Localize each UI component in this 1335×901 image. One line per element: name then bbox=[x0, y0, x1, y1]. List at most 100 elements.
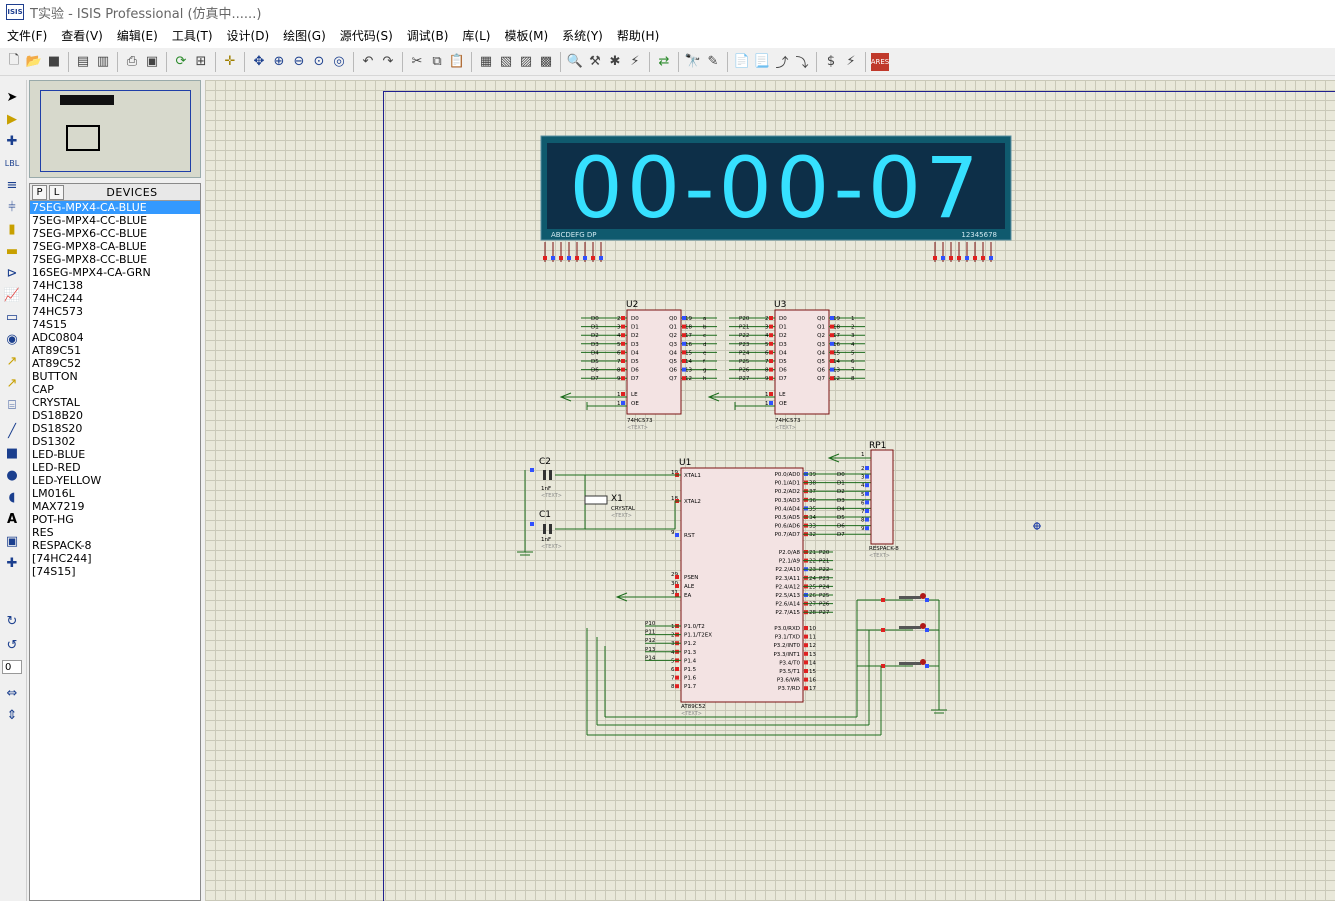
current-probe-icon[interactable]: ↗ bbox=[6, 375, 18, 391]
menu-item-9[interactable]: 模板(M) bbox=[504, 29, 549, 43]
text-draw-icon[interactable]: A bbox=[6, 511, 18, 527]
device-list-item[interactable]: [74S15] bbox=[32, 565, 76, 578]
zoom-in-icon[interactable]: ⊕ bbox=[273, 54, 285, 69]
device-list-item[interactable]: RES bbox=[32, 526, 54, 539]
wire-label-icon[interactable]: LBL bbox=[4, 158, 20, 168]
line-draw-icon[interactable]: ╱ bbox=[8, 423, 16, 439]
symbol-draw-icon[interactable]: ▣ bbox=[5, 533, 19, 549]
device-list-item[interactable]: LED-YELLOW bbox=[32, 474, 102, 487]
device-list-item[interactable]: 74HC138 bbox=[32, 279, 83, 292]
menu-item-3[interactable]: 工具(T) bbox=[171, 29, 213, 43]
rotate-anticlockwise-icon[interactable]: ↺ bbox=[6, 637, 18, 653]
device-list-item[interactable]: LED-BLUE bbox=[32, 448, 86, 461]
voltage-probe-icon[interactable]: ↗ bbox=[6, 353, 18, 369]
menu-item-7[interactable]: 调试(B) bbox=[406, 29, 449, 43]
device-list-item[interactable]: CAP bbox=[32, 383, 54, 396]
mirror-horizontal-icon[interactable]: ⇔ bbox=[6, 685, 18, 701]
wire-autorouter-icon[interactable]: ⇄ bbox=[658, 54, 670, 69]
print-area-icon[interactable]: ▣ bbox=[145, 54, 159, 69]
text-script-icon[interactable]: ≡ bbox=[6, 177, 18, 193]
block-move-icon[interactable]: ▧ bbox=[499, 54, 513, 69]
device-list-item[interactable]: 7SEG-MPX8-CC-BLUE bbox=[32, 253, 148, 266]
menu-item-6[interactable]: 源代码(S) bbox=[339, 29, 393, 43]
device-list-item[interactable]: BUTTON bbox=[32, 370, 78, 383]
electrical-check-icon[interactable]: ⚡ bbox=[846, 54, 856, 69]
mirror-vertical-icon[interactable]: ⇕ bbox=[6, 707, 18, 723]
marker-icon[interactable]: ✚ bbox=[6, 555, 18, 571]
tape-recorder-icon[interactable]: ▭ bbox=[5, 309, 19, 325]
virtual-instrument-icon[interactable]: ⌸ bbox=[8, 397, 16, 413]
generator-mode-icon[interactable]: ◉ bbox=[6, 331, 18, 347]
origin-icon[interactable]: ✛ bbox=[224, 54, 236, 69]
bus-mode-icon[interactable]: ⫩ bbox=[8, 199, 16, 215]
pan-icon[interactable]: ✥ bbox=[253, 54, 265, 69]
import-section-icon[interactable]: ▤ bbox=[76, 54, 90, 69]
library-manager-button[interactable]: L bbox=[49, 184, 64, 200]
device-list-item[interactable]: 7SEG-MPX8-CA-BLUE bbox=[32, 240, 147, 253]
device-list-item[interactable]: DS1302 bbox=[32, 435, 76, 448]
paste-icon[interactable]: 📋 bbox=[448, 54, 466, 69]
rotation-angle-field[interactable]: 0 bbox=[2, 660, 22, 674]
device-pins-icon[interactable]: ⊳ bbox=[6, 265, 18, 281]
device-list-item[interactable]: 7SEG-MPX4-CA-BLUE bbox=[30, 201, 200, 214]
overview-window[interactable] bbox=[29, 80, 201, 178]
block-delete-icon[interactable]: ▩ bbox=[539, 54, 553, 69]
box-draw-icon[interactable]: ■ bbox=[5, 445, 19, 461]
device-list-item[interactable]: 74S15 bbox=[32, 318, 67, 331]
device-list-item[interactable]: LM016L bbox=[32, 487, 75, 500]
print-icon[interactable]: ⎙ bbox=[126, 54, 138, 69]
zoom-out-icon[interactable]: ⊖ bbox=[293, 54, 305, 69]
export-section-icon[interactable]: ▥ bbox=[96, 54, 110, 69]
property-tool-icon[interactable]: ✎ bbox=[707, 54, 719, 69]
redo-icon[interactable]: ↷ bbox=[382, 54, 394, 69]
menu-item-10[interactable]: 系统(Y) bbox=[562, 29, 603, 43]
junction-dot-icon[interactable]: ✚ bbox=[6, 133, 18, 149]
menu-item-5[interactable]: 绘图(G) bbox=[283, 29, 326, 43]
bill-of-materials-icon[interactable]: $ bbox=[826, 54, 836, 69]
pick-device-icon[interactable]: 🔍 bbox=[566, 54, 584, 69]
menu-item-11[interactable]: 帮助(H) bbox=[616, 29, 660, 43]
device-list-item[interactable]: LED-RED bbox=[32, 461, 81, 474]
device-list-item[interactable]: POT-HG bbox=[32, 513, 74, 526]
refresh-icon[interactable]: ⟳ bbox=[175, 54, 187, 69]
arc-draw-icon[interactable]: ◖ bbox=[8, 489, 16, 505]
selection-mode-icon[interactable]: ➤ bbox=[6, 89, 18, 105]
device-list-item[interactable]: AT89C52 bbox=[32, 357, 82, 370]
zoom-area-icon[interactable]: ◎ bbox=[333, 54, 345, 69]
grid-toggle-icon[interactable]: ⊞ bbox=[195, 54, 207, 69]
device-list-item[interactable]: CRYSTAL bbox=[32, 396, 80, 409]
cut-icon[interactable]: ✂ bbox=[411, 54, 423, 69]
make-device-icon[interactable]: ⚒ bbox=[589, 54, 601, 69]
device-list-item[interactable]: DS18S20 bbox=[32, 422, 83, 435]
ares-icon[interactable]: ARES bbox=[871, 52, 889, 71]
device-list-item[interactable]: DS18B20 bbox=[32, 409, 83, 422]
device-list-item[interactable]: ADC0804 bbox=[32, 331, 84, 344]
circle-draw-icon[interactable]: ● bbox=[6, 467, 18, 483]
terminals-mode-icon[interactable]: ▬ bbox=[5, 243, 19, 259]
device-list-item[interactable]: 7SEG-MPX6-CC-BLUE bbox=[32, 227, 148, 240]
copy-icon[interactable]: ⧉ bbox=[432, 54, 442, 69]
zoom-all-icon[interactable]: ⊙ bbox=[313, 54, 325, 69]
device-list-item[interactable]: 16SEG-MPX4-CA-GRN bbox=[32, 266, 151, 279]
block-rotate-icon[interactable]: ▨ bbox=[519, 54, 533, 69]
exit-parent-icon[interactable]: ⤴ bbox=[775, 56, 789, 71]
menu-item-4[interactable]: 设计(D) bbox=[226, 29, 270, 43]
device-list-item[interactable]: [74HC244] bbox=[32, 552, 92, 565]
rotate-clockwise-icon[interactable]: ↻ bbox=[6, 613, 18, 629]
search-tag-icon[interactable]: 🔭 bbox=[684, 54, 702, 69]
device-list-item[interactable]: MAX7219 bbox=[32, 500, 85, 513]
menu-item-0[interactable]: 文件(F) bbox=[7, 29, 48, 43]
component-mode-icon[interactable]: ▶ bbox=[7, 111, 17, 127]
device-list-item[interactable]: RESPACK-8 bbox=[32, 539, 92, 552]
menu-item-2[interactable]: 编辑(E) bbox=[116, 29, 158, 43]
menu-item-8[interactable]: 库(L) bbox=[462, 29, 491, 43]
new-file-icon[interactable]: 🗋 bbox=[8, 52, 20, 68]
device-list-item[interactable]: 7SEG-MPX4-CC-BLUE bbox=[32, 214, 148, 227]
undo-icon[interactable]: ↶ bbox=[362, 54, 374, 69]
device-list-item[interactable]: 74HC244 bbox=[32, 292, 83, 305]
device-list-item[interactable]: AT89C51 bbox=[32, 344, 82, 357]
device-list-item[interactable]: 74HC573 bbox=[32, 305, 83, 318]
new-sheet-icon[interactable]: 📄 bbox=[733, 54, 751, 69]
